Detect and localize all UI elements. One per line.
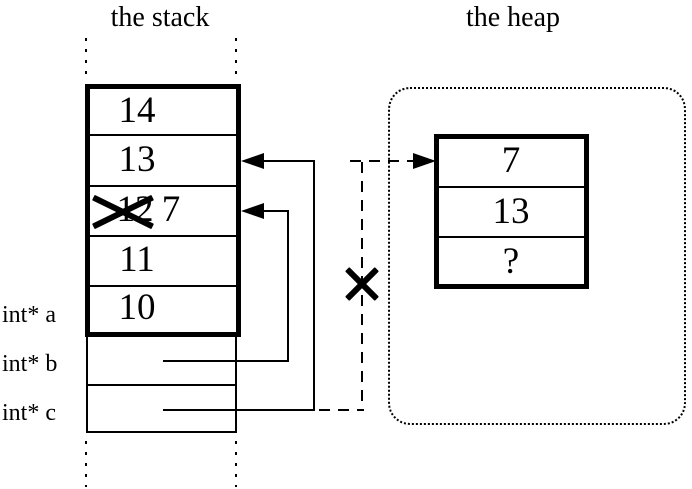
pointer-cells-bottom-line — [86, 431, 237, 433]
heap-region-boundary — [388, 87, 686, 425]
pointer-c-line-to-arrow — [264, 160, 315, 162]
heap-cell-divider — [439, 236, 584, 238]
pointer-cells-divider — [86, 384, 237, 386]
arrowhead-right-icon — [413, 153, 436, 169]
stack-cell-divider — [90, 235, 236, 237]
stack-cell-divider — [90, 134, 236, 136]
heap-object-box — [434, 134, 589, 289]
stack-cell-new-value: 7 — [161, 189, 181, 230]
pointer-b-line-to-arrow — [264, 210, 289, 212]
pointer-b-line-horizontal — [163, 360, 289, 362]
stack-guide-dotted-bottom-right — [235, 441, 237, 487]
arrowhead-left-icon — [241, 153, 264, 169]
heap-cell-value: 7 — [501, 140, 521, 181]
pointer-label-b: int* b — [2, 351, 58, 377]
heap-cell-divider — [439, 186, 584, 188]
stack-frame-box — [85, 84, 241, 337]
dangling-pointer-dash-horizontal-high — [350, 160, 413, 162]
stack-cell-value: 11 — [119, 239, 155, 280]
dangling-pointer-dash-vertical — [361, 162, 363, 411]
stack-cell-divider — [90, 285, 236, 287]
stack-cell-value: 13 — [118, 139, 156, 180]
stack-cell-divider — [90, 185, 236, 187]
pointer-b-line-vertical — [287, 211, 289, 362]
pointer-label-c: int* c — [2, 400, 56, 426]
heap-cell-value: 13 — [492, 191, 530, 232]
heap-title: the heap — [465, 2, 561, 33]
stack-guide-dotted-bottom-left — [85, 441, 87, 487]
stack-guide-dotted-top-right — [235, 38, 237, 82]
pointer-c-line-vertical — [313, 161, 315, 411]
stack-cell-value: 10 — [118, 287, 156, 328]
pointer-c-line-horizontal — [163, 409, 315, 411]
stack-cell-value: 14 — [118, 90, 156, 131]
pointer-label-a: int* a — [2, 302, 56, 328]
arrowhead-left-icon — [241, 203, 264, 219]
dangling-pointer-dash-horizontal-low — [319, 409, 364, 411]
stack-guide-dotted-top-left — [85, 38, 87, 82]
heap-cell-value: ? — [502, 241, 520, 282]
stack-title: the stack — [110, 2, 210, 33]
